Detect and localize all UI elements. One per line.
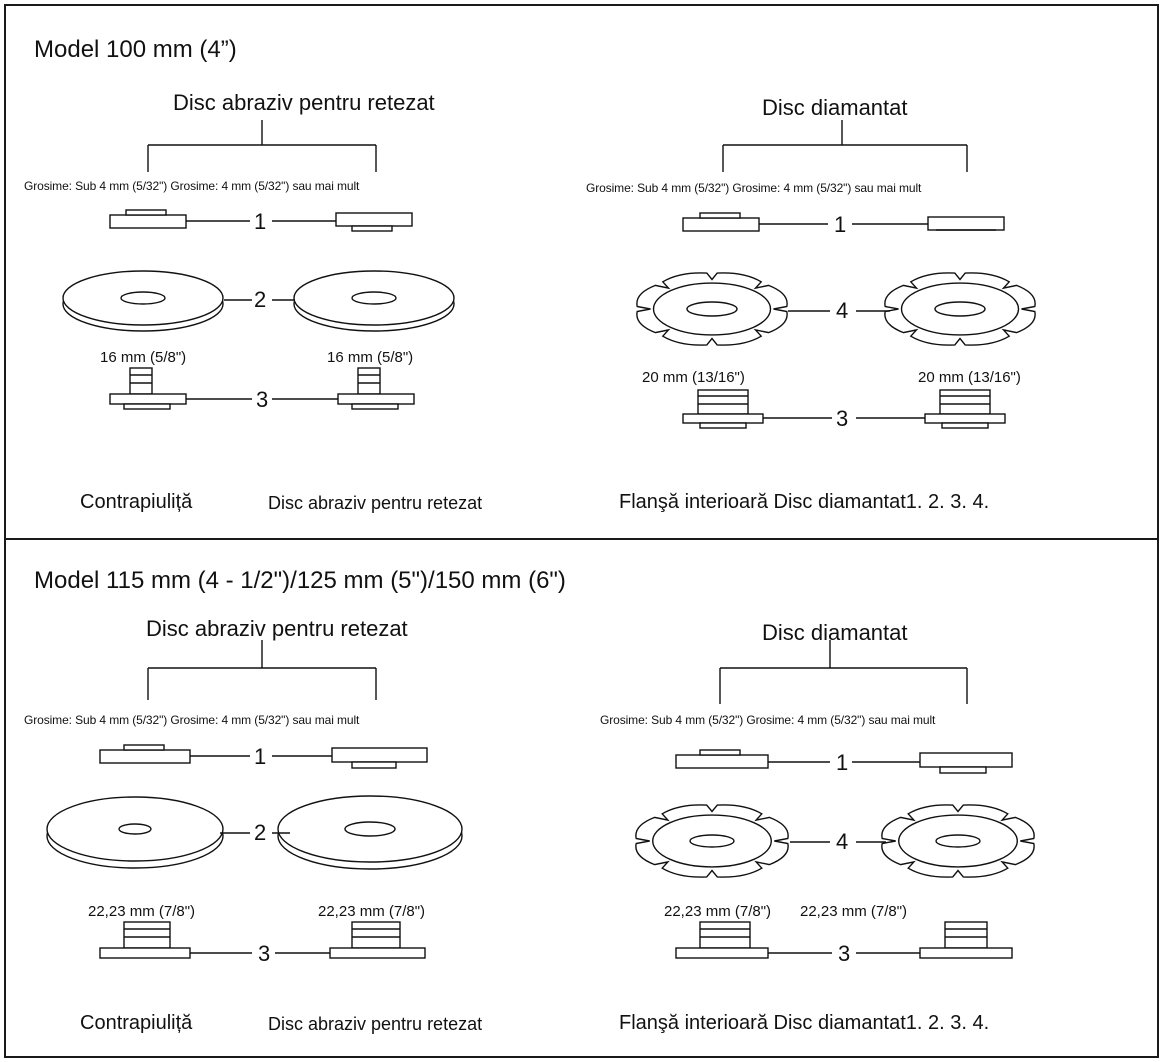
- diamond-thickness-label: Grosime: Sub 4 mm (5/32") Grosime: 4 mm …: [586, 181, 922, 195]
- dimension-right: 16 mm (5/8"): [327, 349, 414, 366]
- diamond-bracket-1: [722, 120, 968, 172]
- callout-3-diamond-b: 3: [838, 941, 851, 966]
- lock-nut-side-thick-2: [272, 747, 428, 769]
- diamond-dimension-right: 20 mm (13/16"): [918, 369, 1021, 386]
- abrasive-disc-right-1: [272, 270, 455, 332]
- model-title-115: Model 115 mm (4 - 1/2")/125 mm (5")/150 …: [34, 567, 566, 594]
- diamond-inner-flange-left-2: [675, 921, 832, 959]
- callout-3-diamond: 3: [836, 406, 849, 431]
- arbor-hole: [686, 301, 738, 317]
- segmented-rim: [635, 804, 789, 878]
- abrasive-disc-left-1: [62, 270, 252, 332]
- diamond-inner-flange-right-1: [856, 389, 1006, 429]
- abrasive-thickness-label: Grosime: Sub 4 mm (5/32") Grosime: 4 mm …: [24, 179, 360, 193]
- segmented-rim: [884, 272, 1036, 346]
- diamond-inner-flange-right-2: [856, 921, 1013, 959]
- diamond-disc-title-2: Disc diamantat: [762, 620, 908, 645]
- diamond-dimension-left: 20 mm (13/16"): [642, 369, 745, 386]
- diamond-dimension-left-b: 22,23 mm (7/8"): [664, 903, 772, 920]
- arbor-hole: [934, 301, 986, 317]
- diamond-disc-right-1: [884, 272, 1036, 346]
- inner-flange-left-2: [99, 921, 252, 959]
- diamond-thickness-label-2: Grosime: Sub 4 mm (5/32") Grosime: 4 mm …: [600, 713, 936, 727]
- inner-ring: [898, 814, 1018, 868]
- diamond-lock-nut-thick-2: [852, 752, 1013, 774]
- callout-1-diamond: 1: [834, 212, 847, 237]
- diamond-lock-nut-thin-2: [675, 749, 830, 769]
- abrasive-bracket-1: [147, 120, 377, 172]
- abrasive-disc-right-2: [272, 795, 463, 870]
- lock-nut-side-thin-2: [99, 744, 250, 764]
- arbor-hole: [689, 834, 735, 848]
- diamond-lock-nut-thin-1: [682, 212, 828, 232]
- callout-2-b: 2: [254, 820, 267, 845]
- callout-3-b: 3: [258, 941, 271, 966]
- caption-lock-nut-b: Contrapiuliță: [80, 1012, 193, 1034]
- callout-2: 2: [254, 287, 267, 312]
- diamond-lock-nut-thick-1: [852, 216, 1005, 231]
- caption-inner-flange-diamond-b: Flanşă interioară Disc diamantat1. 2. 3.…: [619, 1012, 990, 1034]
- segmented-rim: [881, 804, 1035, 878]
- lock-nut-side-thick-1: [272, 212, 413, 232]
- diamond-inner-flange-left-1: [682, 389, 832, 429]
- dimension-left-b: 22,23 mm (7/8"): [88, 903, 196, 920]
- panel-model-115-125-150: [4, 538, 1159, 1058]
- diamond-disc-left-1: [636, 272, 788, 346]
- callout-3: 3: [256, 387, 269, 412]
- dimension-right-b: 22,23 mm (7/8"): [318, 903, 426, 920]
- caption-inner-flange-diamond: Flanşă interioară Disc diamantat1. 2. 3.…: [619, 491, 990, 513]
- inner-flange-right-1: [272, 367, 415, 410]
- model-title-100: Model 100 mm (4”): [34, 36, 237, 63]
- diamond-bracket-2: [719, 640, 968, 704]
- inner-ring: [652, 814, 772, 868]
- inner-flange-left-1: [109, 367, 252, 410]
- inner-ring: [652, 282, 772, 336]
- caption-lock-nut: Contrapiuliță: [80, 491, 193, 513]
- diamond-disc-left-2: [635, 804, 789, 878]
- callout-1: 1: [254, 209, 267, 234]
- caption-abrasive-disc-b: Disc abraziv pentru retezat: [268, 1014, 483, 1034]
- callout-4: 4: [836, 298, 849, 323]
- inner-ring: [900, 282, 1020, 336]
- diamond-dimension-right-b: 22,23 mm (7/8"): [800, 903, 908, 920]
- caption-abrasive-disc: Disc abraziv pentru retezat: [268, 493, 483, 513]
- abrasive-thickness-label-2: Grosime: Sub 4 mm (5/32") Grosime: 4 mm …: [24, 713, 360, 727]
- segmented-rim: [636, 272, 788, 346]
- diamond-disc-right-2: [881, 804, 1035, 878]
- dimension-left: 16 mm (5/8"): [100, 349, 187, 366]
- inner-flange-right-2: [275, 921, 426, 959]
- abrasive-disc-title-2: Disc abraziv pentru retezat: [146, 616, 408, 641]
- lock-nut-side-thin-1: [109, 209, 250, 229]
- callout-1-b: 1: [254, 744, 267, 769]
- callout-1-diamond-b: 1: [836, 750, 849, 775]
- callout-4-b: 4: [836, 829, 849, 854]
- diamond-disc-title: Disc diamantat: [762, 95, 908, 120]
- abrasive-disc-left-2: [46, 796, 250, 869]
- abrasive-disc-title: Disc abraziv pentru retezat: [173, 90, 435, 115]
- abrasive-bracket-2: [147, 640, 377, 700]
- arbor-hole: [935, 834, 981, 848]
